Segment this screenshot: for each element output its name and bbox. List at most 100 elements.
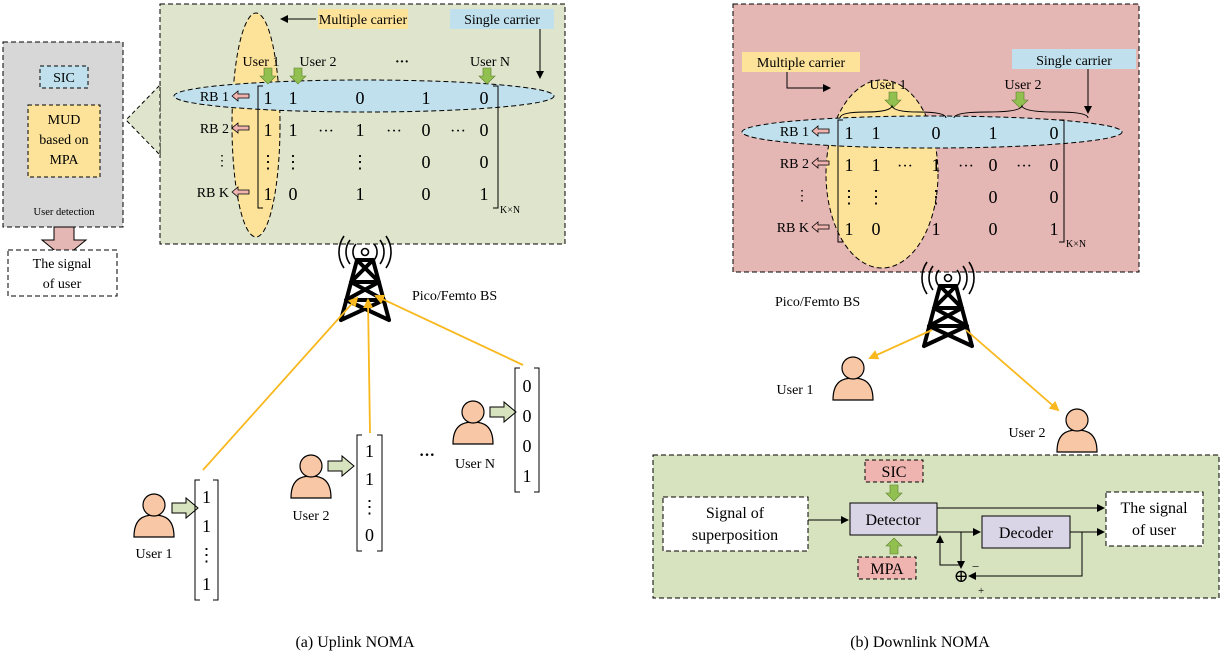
- downlink-matrix-row2-dots-2: ···: [958, 158, 974, 175]
- uplink-single-carrier-label: Single carrier: [464, 13, 540, 28]
- downlink-matrix-row2-dots-3: ···: [1016, 158, 1032, 175]
- downlink-mpa-box: [857, 556, 917, 580]
- downlink-matrix-cell-r4-c3: 1: [932, 219, 941, 239]
- uplink-matrix-user2: User 2: [300, 55, 337, 70]
- uplink-user2-vector: 11⋮0: [356, 434, 383, 552]
- uplink-matrix-rb-arrow-icon-4: [231, 186, 250, 198]
- detector-block: [849, 502, 938, 536]
- subtractor-symbol: ⊕: [953, 566, 968, 586]
- downlink-matrix-left-bracket: [837, 119, 843, 243]
- downlink-sic-label: SIC: [882, 464, 907, 481]
- downlink-user2-brace: [953, 104, 1089, 119]
- uplink-user2-vector-entry-2: 1: [365, 469, 374, 489]
- uplink-user1-vector-entry-4: 1: [202, 574, 211, 594]
- uplink-matrix-user1: User 1: [243, 55, 280, 70]
- uplink-matrix-rb-label-3: ⋮: [215, 154, 229, 169]
- uplink-user2-vector-entry-3: ⋮: [361, 497, 379, 517]
- uplink-matrix-cell-r2-c2: 1: [289, 120, 298, 140]
- downlink-matrix-cell-r4-c1: 1: [845, 219, 854, 239]
- downlink-matrix-cell-r1-c3: 0: [932, 123, 941, 143]
- downlink-matrix-user2: User 2: [1005, 78, 1042, 93]
- uplink-matrix-row2-dots-1: ···: [318, 123, 334, 140]
- downlink-multiple-carrier-box: [742, 52, 860, 72]
- uplink-sic-label: SIC: [53, 71, 75, 86]
- downlink-user2-icon: [1056, 408, 1098, 453]
- subtractor-minus: −: [972, 559, 979, 574]
- uplink-userN-icon: [452, 400, 494, 445]
- uplink-matrix-cell-r4-c2: 0: [289, 184, 298, 204]
- uplink-matrix-left-bracket: [257, 85, 263, 209]
- downlink-base-station-tower-icon: [919, 260, 977, 348]
- uplink-signal-line-1: The signal: [33, 257, 92, 272]
- mud-box: [27, 104, 101, 178]
- uplink-matrix-cell-r1-c4: 1: [422, 88, 431, 108]
- downlink-matrix-rb-arrow-icon-2: [811, 157, 830, 169]
- uplink-userN-vector-entry-2: 0: [523, 406, 532, 426]
- downlink-signal-of-user-box: [1105, 491, 1204, 547]
- uplink-userN-vector-entry-3: 0: [523, 436, 532, 456]
- downlink-matrix-cell-r1-c1: 1: [845, 123, 854, 143]
- downlink-sic-box: [864, 459, 924, 483]
- uplink-userN-label: User N: [455, 457, 495, 472]
- downlink-matrix-cell-r1-c5: 0: [1050, 123, 1059, 143]
- downlink-matrix-rb-label-3: ⋮: [795, 189, 809, 204]
- uplink-multiple-carrier-box: [318, 9, 408, 29]
- uplink-userN-arrow-icon: [489, 401, 517, 423]
- downlink-matrix-rb-label-1: RB 1: [780, 125, 809, 140]
- uplink-matrix-size-subscript: K×N: [500, 205, 520, 216]
- uplink-caption: (a) Uplink NOMA: [295, 634, 415, 651]
- uplink-user2-vector-entry-4: 0: [365, 525, 374, 545]
- uplink-matrix-rb-label-2: RB 2: [200, 122, 229, 137]
- uplink-panel-to-detection-arrow: [125, 83, 161, 157]
- uplink-user1-vector-entry-1: 1: [202, 487, 211, 507]
- downlink-matrix-cell-r4-c5: 1: [1050, 219, 1059, 239]
- downlink-matrix-cell-r3-c1: ⋮: [840, 187, 858, 207]
- uplink-user1-vector-entry-2: 1: [202, 516, 211, 536]
- decoder-label: Decoder: [999, 525, 1054, 542]
- uplink-matrix-cell-r1-c1: 1: [264, 88, 273, 108]
- uplink-link-user2: [363, 298, 374, 434]
- uplink-userN-vector-right-bracket: [534, 367, 540, 493]
- uplink-matrix-cell-r3-c2: ⋮: [284, 152, 302, 172]
- downlink-matrix-user1: User 1: [870, 78, 907, 93]
- uplink-bs-label: Pico/Femto BS: [412, 289, 497, 304]
- uplink-between-users-dots: ···: [419, 447, 435, 464]
- uplink-userN-vector-entry-4: 1: [523, 466, 532, 486]
- mud-line-1: MUD: [48, 113, 81, 128]
- uplink-user1-vector-left-bracket: [194, 479, 200, 601]
- uplink-user2-arrow-icon: [327, 455, 355, 477]
- downlink-caption: (b) Downlink NOMA: [850, 634, 990, 651]
- uplink-matrix-cell-r2-c1: 1: [264, 120, 273, 140]
- uplink-signal-of-user-box: [7, 249, 118, 297]
- downlink-multi-carrier-ellipse: [825, 79, 939, 269]
- downlink-matrix-cell-r4-c4: 0: [989, 219, 998, 239]
- uplink-matrix-row2-dots-3: ···: [450, 123, 466, 140]
- downlink-matrix-cell-r2-c2: 1: [872, 155, 881, 175]
- downlink-matrix-right-bracket: [1059, 119, 1065, 243]
- detection-down-arrow: [40, 226, 88, 259]
- uplink-userN-vector-entry-1: 0: [523, 376, 532, 396]
- uplink-matrix-cell-r4-c5: 1: [480, 184, 489, 204]
- downlink-user2-label: User 2: [1009, 426, 1046, 441]
- downlink-matrix-cell-r3-c4: 0: [989, 187, 998, 207]
- downlink-matrix-cell-r4-c2: 0: [872, 219, 881, 239]
- uplink-matrix-rb-arrow-icon-2: [231, 122, 250, 134]
- uplink-matrix-cell-r4-c4: 0: [422, 184, 431, 204]
- downlink-matrix-rb-arrow-icon-1: [811, 125, 830, 137]
- downlink-user1-label: User 1: [777, 383, 814, 398]
- signal-of-superposition-line-1: Signal of: [706, 505, 765, 522]
- uplink-matrix-rb-label-1: RB 1: [200, 90, 229, 105]
- downlink-matrix-rb-arrow-icon-4: [811, 221, 830, 233]
- signal-of-superposition-box: [662, 496, 809, 552]
- downlink-mpa-label: MPA: [870, 561, 904, 578]
- uplink-user1-vector-entry-3: ⋮: [198, 545, 216, 565]
- user-detection-label: User detection: [34, 207, 96, 218]
- downlink-matrix-cell-r2-c3: 1: [932, 155, 941, 175]
- uplink-matrix-user-dots: ···: [395, 55, 409, 70]
- uplink-matrix-right-bracket: [493, 85, 499, 209]
- downlink-matrix-cell-r1-c2: 1: [872, 123, 881, 143]
- uplink-matrix-rb-arrow-icon-1: [231, 90, 250, 102]
- uplink-link-user1: [202, 296, 359, 471]
